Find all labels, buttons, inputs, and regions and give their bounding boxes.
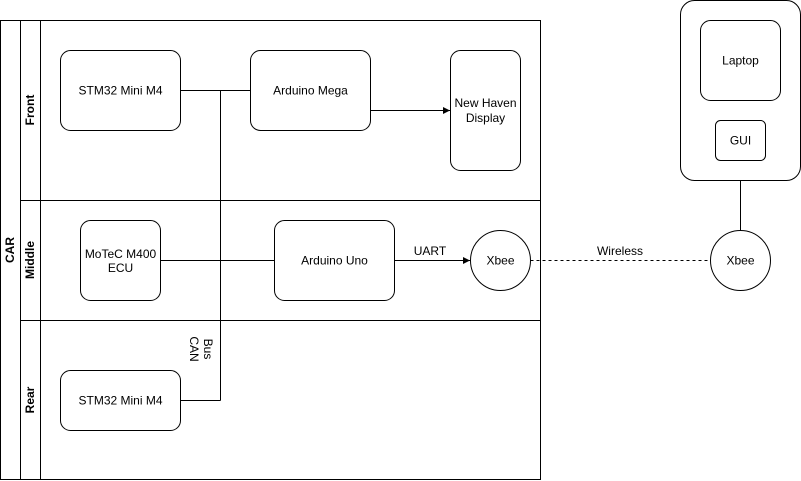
node-stm32-front-label: STM32 Mini M4 xyxy=(78,84,162,98)
node-laptop-label: Laptop xyxy=(722,54,759,68)
edge-label-can-1: CAN xyxy=(187,336,201,361)
node-xbee-remote xyxy=(710,230,771,291)
pool-label: CAR xyxy=(3,237,17,263)
node-stm32-rear xyxy=(60,370,181,431)
node-new-haven-display xyxy=(450,50,521,171)
lane-label-rear: Rear xyxy=(23,386,37,413)
node-new-haven-label-1: New Haven xyxy=(454,96,516,110)
node-xbee-car-label: Xbee xyxy=(486,254,514,268)
node-gui xyxy=(715,120,766,161)
edge-label-wireless: Wireless xyxy=(597,244,643,258)
node-motec-ecu xyxy=(80,220,161,301)
node-stm32-rear-label: STM32 Mini M4 xyxy=(78,394,162,408)
node-gui-label: GUI xyxy=(730,134,751,148)
node-motec-label-2: ECU xyxy=(108,261,133,275)
lane-label-middle: Middle xyxy=(23,241,37,279)
node-arduino-mega xyxy=(250,50,371,131)
node-new-haven-label-2: Display xyxy=(466,111,505,125)
node-stm32-front xyxy=(60,50,181,131)
edge-label-can-2: Bus xyxy=(201,339,215,360)
node-motec-label-1: MoTeC M400 xyxy=(85,247,157,261)
node-laptop xyxy=(700,20,781,101)
node-arduino-uno-label: Arduino Uno xyxy=(301,254,368,268)
lane-label-front: Front xyxy=(23,95,37,126)
node-xbee-remote-label: Xbee xyxy=(726,254,754,268)
node-arduino-uno xyxy=(274,220,395,301)
node-arduino-mega-label: Arduino Mega xyxy=(273,84,348,98)
node-xbee-car xyxy=(470,230,531,291)
edge-label-uart: UART xyxy=(414,244,447,258)
